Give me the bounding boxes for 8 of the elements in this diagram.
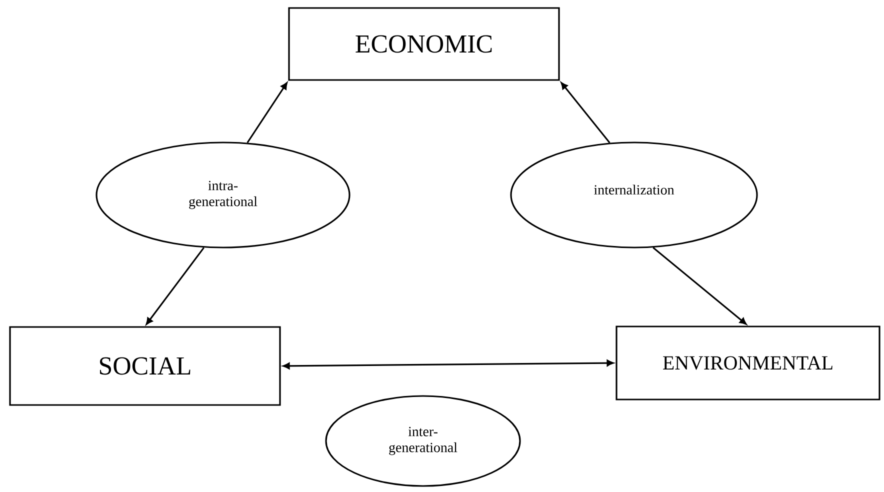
arrow bbox=[246, 82, 288, 144]
arrow bbox=[282, 360, 614, 370]
arrow bbox=[652, 247, 747, 325]
concept-box: ECONOMIC bbox=[288, 7, 560, 81]
concept-box: ENVIRONMENTAL bbox=[616, 326, 880, 400]
concept-box: SOCIAL bbox=[9, 326, 281, 406]
arrow bbox=[146, 247, 204, 325]
arrow bbox=[560, 82, 610, 144]
